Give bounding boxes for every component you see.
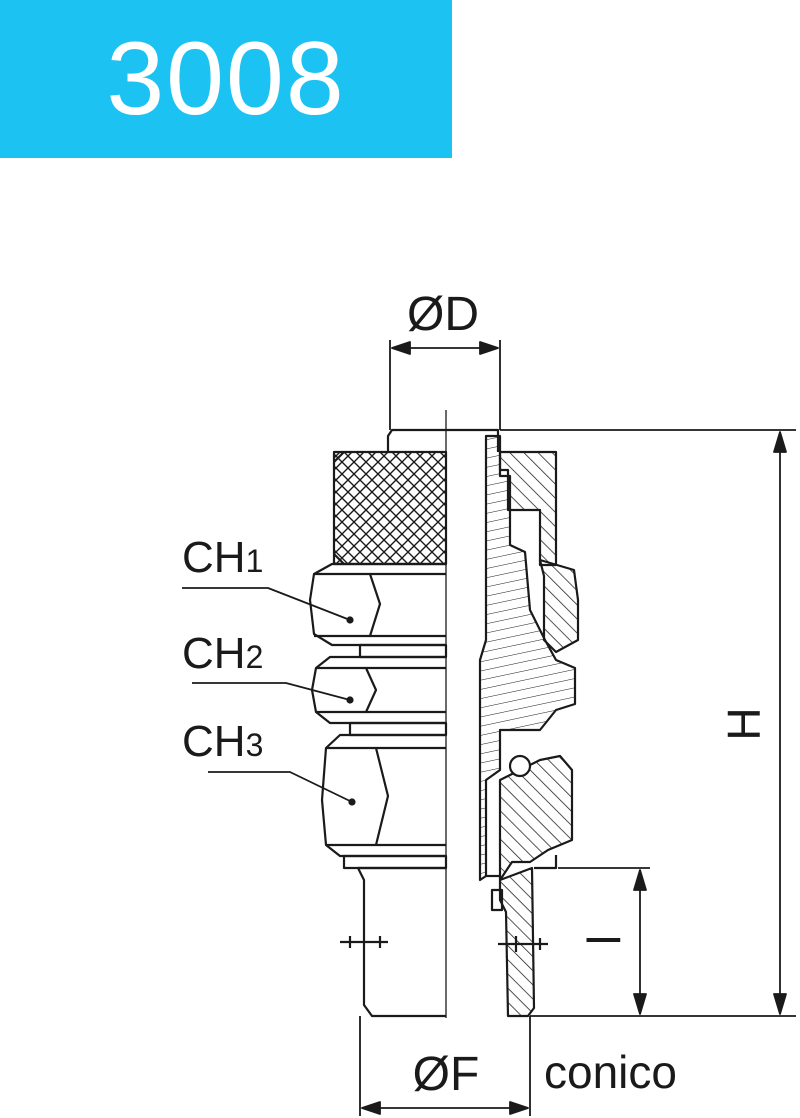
- label-ch3: CH3: [182, 717, 263, 766]
- dimension-labels: ØD H l ØF conico CH1 CH2 CH3: [182, 288, 770, 1101]
- hex-ch1: [308, 562, 446, 647]
- label-ch1: CH1: [182, 533, 263, 582]
- label-thread-type: conico: [544, 1046, 677, 1098]
- label-ch2: CH2: [182, 629, 263, 678]
- label-height-h: H: [718, 707, 770, 740]
- fitting-section-view: [446, 428, 580, 1018]
- o-ring: [508, 754, 532, 778]
- label-diameter-d: ØD: [407, 288, 479, 341]
- label-diameter-f: ØF: [413, 1048, 480, 1101]
- code-banner: 3008: [0, 0, 452, 158]
- label-length-l: l: [578, 935, 630, 945]
- hex-ch3: [320, 733, 446, 858]
- product-code: 3008: [106, 20, 346, 137]
- dimensions: [182, 340, 796, 1116]
- knurled-nut: [332, 450, 448, 566]
- fitting-exterior-view: [308, 428, 448, 1018]
